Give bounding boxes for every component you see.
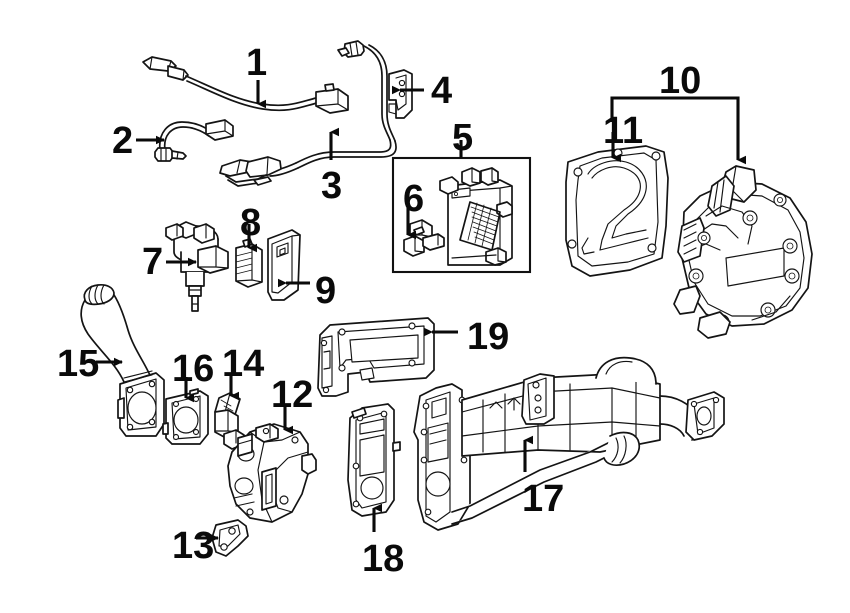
part-16-egr-tube-gasket [162,388,209,445]
callout-11[interactable]: 11 [603,110,644,152]
callout-18[interactable]: 18 [362,538,405,580]
callout-5[interactable]: 5 [452,117,474,159]
part-13-egr-mounting-bracket [211,519,249,557]
part-15-egr-tube [80,283,165,437]
part-10-vacuum-pump [673,165,813,339]
part-19-egr-cooler-heat-shield [317,317,435,397]
part-18-egr-cooler-bracket [347,403,401,517]
callout-6[interactable]: 6 [403,178,425,220]
leader-lines [96,80,746,543]
callout-1[interactable]: 1 [246,42,268,84]
callout-16[interactable]: 16 [172,348,215,390]
callout-2[interactable]: 2 [112,120,134,162]
callout-7[interactable]: 7 [142,241,164,283]
callout-9[interactable]: 9 [315,270,337,312]
part-7-vacuum-solenoid-valve [165,221,229,312]
part-3-oxygen-sensor-harness-lower [219,40,397,187]
callout-17[interactable]: 17 [522,478,565,520]
part-9-heat-shield-clip [267,229,301,301]
part-2-oxygen-sensor-short [154,119,234,162]
callout-14[interactable]: 14 [222,343,265,385]
part-6-purge-valve [403,219,445,257]
callout-8[interactable]: 8 [240,202,262,244]
callout-13[interactable]: 13 [172,525,215,567]
part-11-vacuum-pump-gasket [565,145,669,277]
part-17-egr-cooler-assembly [413,356,725,531]
part-12-egr-valve-assembly [227,423,317,523]
callout-3[interactable]: 3 [321,165,343,207]
callout-15[interactable]: 15 [57,343,100,385]
part-4-sensor-bracket [388,69,413,119]
callout-12[interactable]: 12 [271,374,314,416]
callout-10[interactable]: 10 [659,60,702,102]
callout-19[interactable]: 19 [467,316,510,358]
callout-4[interactable]: 4 [431,70,453,112]
leader-10 [610,96,746,165]
part-5-vapor-canister [439,167,513,266]
